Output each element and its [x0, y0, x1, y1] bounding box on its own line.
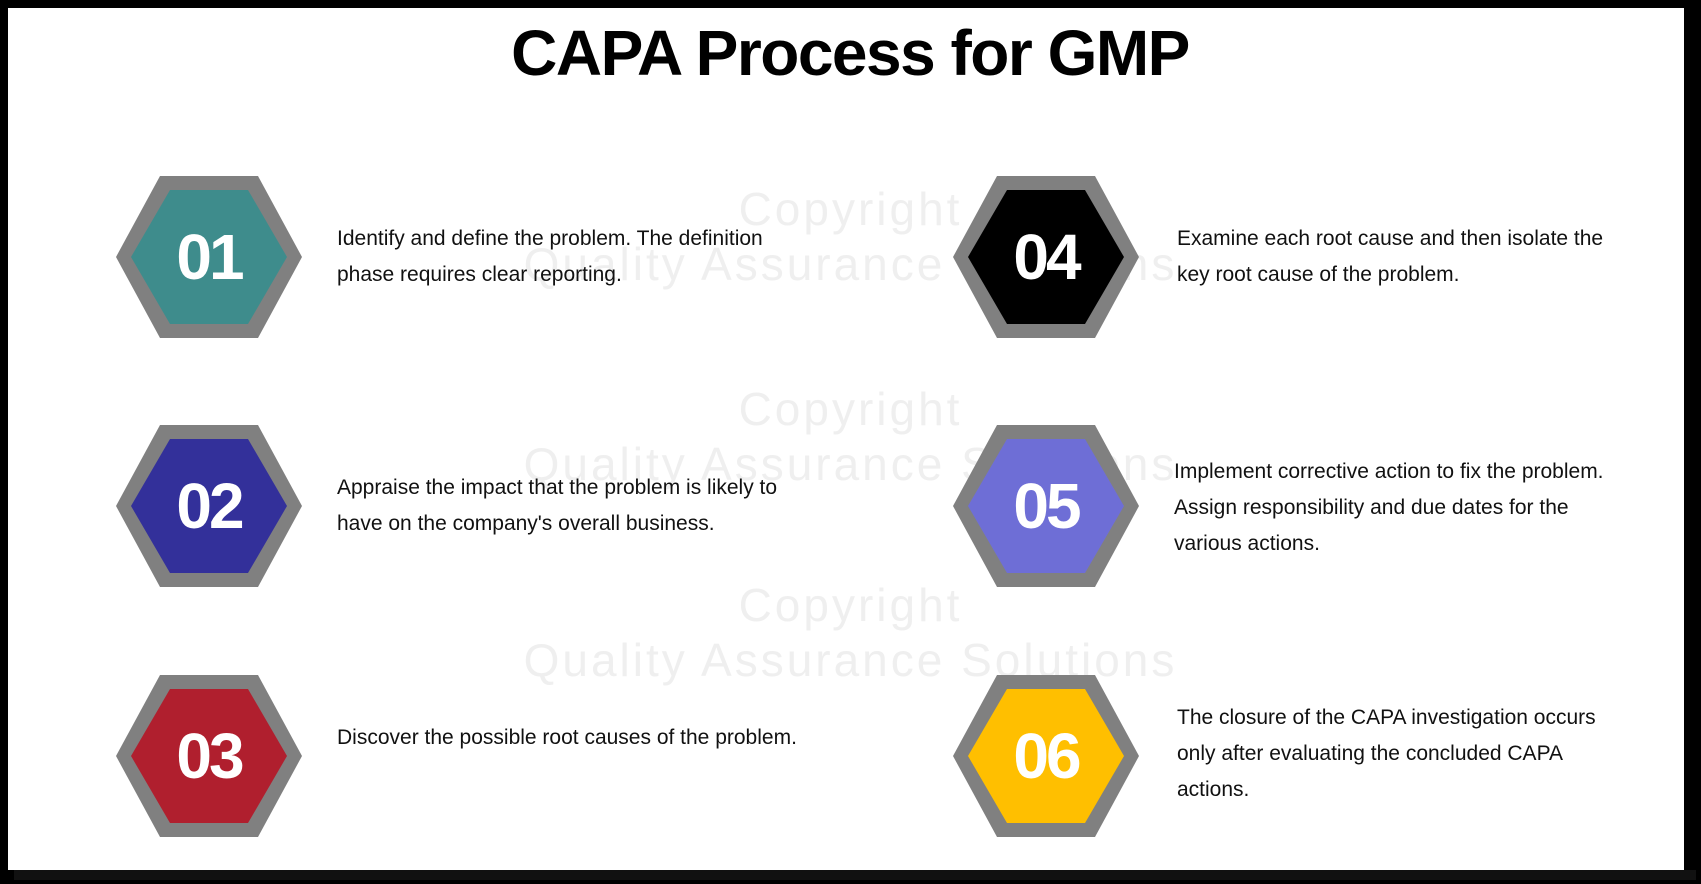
step-number: 03: [176, 720, 244, 792]
step-number: 02: [176, 470, 244, 542]
step-number: 05: [1013, 470, 1081, 542]
hexagon-fill: [968, 190, 1124, 324]
step-number: 06: [1013, 720, 1081, 792]
hexagon-fill: [131, 689, 287, 823]
hexagon-badge-02: 02: [112, 421, 306, 591]
step-description: Implement corrective action to fix the p…: [1174, 460, 1604, 555]
step-description: Appraise the impact that the problem is …: [337, 476, 778, 535]
step-description: Identify and define the problem. The def…: [337, 227, 763, 286]
hexagon-badge-04: 04: [949, 172, 1143, 342]
hexagon-badge-06: 06: [949, 671, 1143, 841]
step-description: Discover the possible root causes of the…: [337, 726, 797, 749]
step-number: 04: [1013, 221, 1081, 293]
hexagon-badge-01: 01: [112, 172, 306, 342]
step-description: Examine each root cause and then isolate…: [1177, 227, 1604, 286]
step-description: The closure of the CAPA investigation oc…: [1177, 706, 1596, 801]
hexagon-badge-03: 03: [112, 671, 306, 841]
step-number: 01: [176, 221, 244, 293]
hexagon-badge-05: 05: [949, 421, 1143, 591]
hexagon-fill: [968, 439, 1124, 573]
hexagon-fill: [131, 439, 287, 573]
slide: [8, 8, 1684, 870]
hexagon-fill: [968, 689, 1124, 823]
hexagon-fill: [131, 190, 287, 324]
page-title: CAPA Process for GMP: [511, 17, 1190, 89]
slide-shadow: [14, 870, 1696, 880]
